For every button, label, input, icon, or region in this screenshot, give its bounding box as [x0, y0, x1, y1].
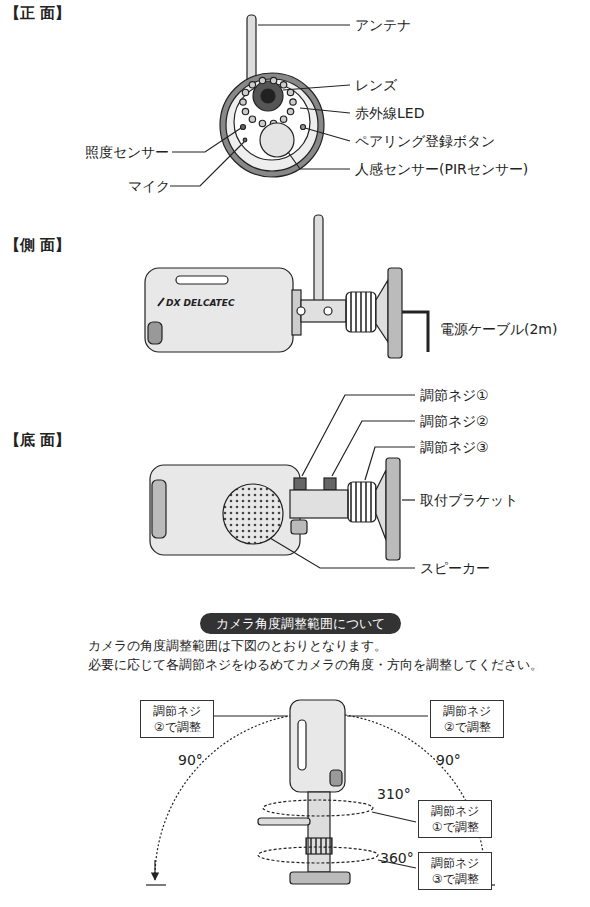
part-name: 照度センサー — [85, 144, 169, 160]
antenna — [247, 15, 256, 83]
callout-text: 調節ネジ ②で調整 — [436, 703, 498, 735]
brand-logo: DX DELCATEC — [166, 295, 235, 311]
angle-value: 310° — [377, 786, 411, 802]
part-name: マイク — [128, 178, 170, 194]
view-heading: 【正 面】 — [5, 5, 70, 21]
part-name: 調節ネジ① — [420, 387, 489, 403]
view-heading: 【底 面】 — [5, 432, 70, 448]
part-name: 赤外線LED — [355, 105, 424, 121]
angle-value: 360° — [380, 850, 414, 866]
pir-sensor — [260, 123, 294, 157]
callout-box: 調節ネジ ②で調整 — [430, 700, 504, 738]
callout-box: 調節ネジ ③で調整 — [418, 852, 492, 890]
angle-value: 90° — [436, 752, 461, 768]
callout-box: 調節ネジ ①で調整 — [418, 800, 492, 838]
power-cable — [402, 312, 428, 352]
ir-leds — [240, 77, 296, 126]
part-name: スピーカー — [420, 560, 490, 576]
part-name: 電源ケーブル(2m) — [440, 321, 557, 337]
angle-value: 90° — [178, 752, 203, 768]
section-banner: カメラ角度調整範囲について — [200, 613, 401, 634]
part-name: ペアリング登録ボタン — [355, 133, 495, 149]
callout-text: 調節ネジ ①で調整 — [424, 803, 486, 835]
note-text: 必要に応じて各調節ネジをゆるめてカメラの角度・方向を調整してください。 — [88, 657, 543, 673]
note-text: カメラの角度調整範囲は下図のとおりとなります。 — [88, 638, 387, 654]
callout-text: 調節ネジ ②で調整 — [146, 703, 208, 735]
banner-text: カメラ角度調整範囲について — [216, 615, 385, 632]
camera-body-bottom — [150, 465, 300, 555]
bracket-plate — [388, 268, 402, 358]
callout-box: 調節ネジ ②で調整 — [140, 700, 214, 738]
part-name: 取付ブラケット — [420, 492, 518, 508]
part-name: レンズ — [355, 77, 397, 93]
part-name: 調節ネジ② — [420, 413, 489, 429]
camera-body-side — [145, 268, 293, 352]
view-heading: 【側 面】 — [5, 237, 70, 253]
callout-text: 調節ネジ ③で調整 — [424, 855, 486, 887]
part-name: 人感センサー(PIRセンサー) — [355, 161, 528, 177]
lens — [253, 81, 283, 111]
speaker — [223, 484, 283, 544]
part-name: アンテナ — [355, 17, 411, 33]
part-name: 調節ネジ③ — [420, 439, 489, 455]
camera-body-angle — [290, 700, 345, 792]
